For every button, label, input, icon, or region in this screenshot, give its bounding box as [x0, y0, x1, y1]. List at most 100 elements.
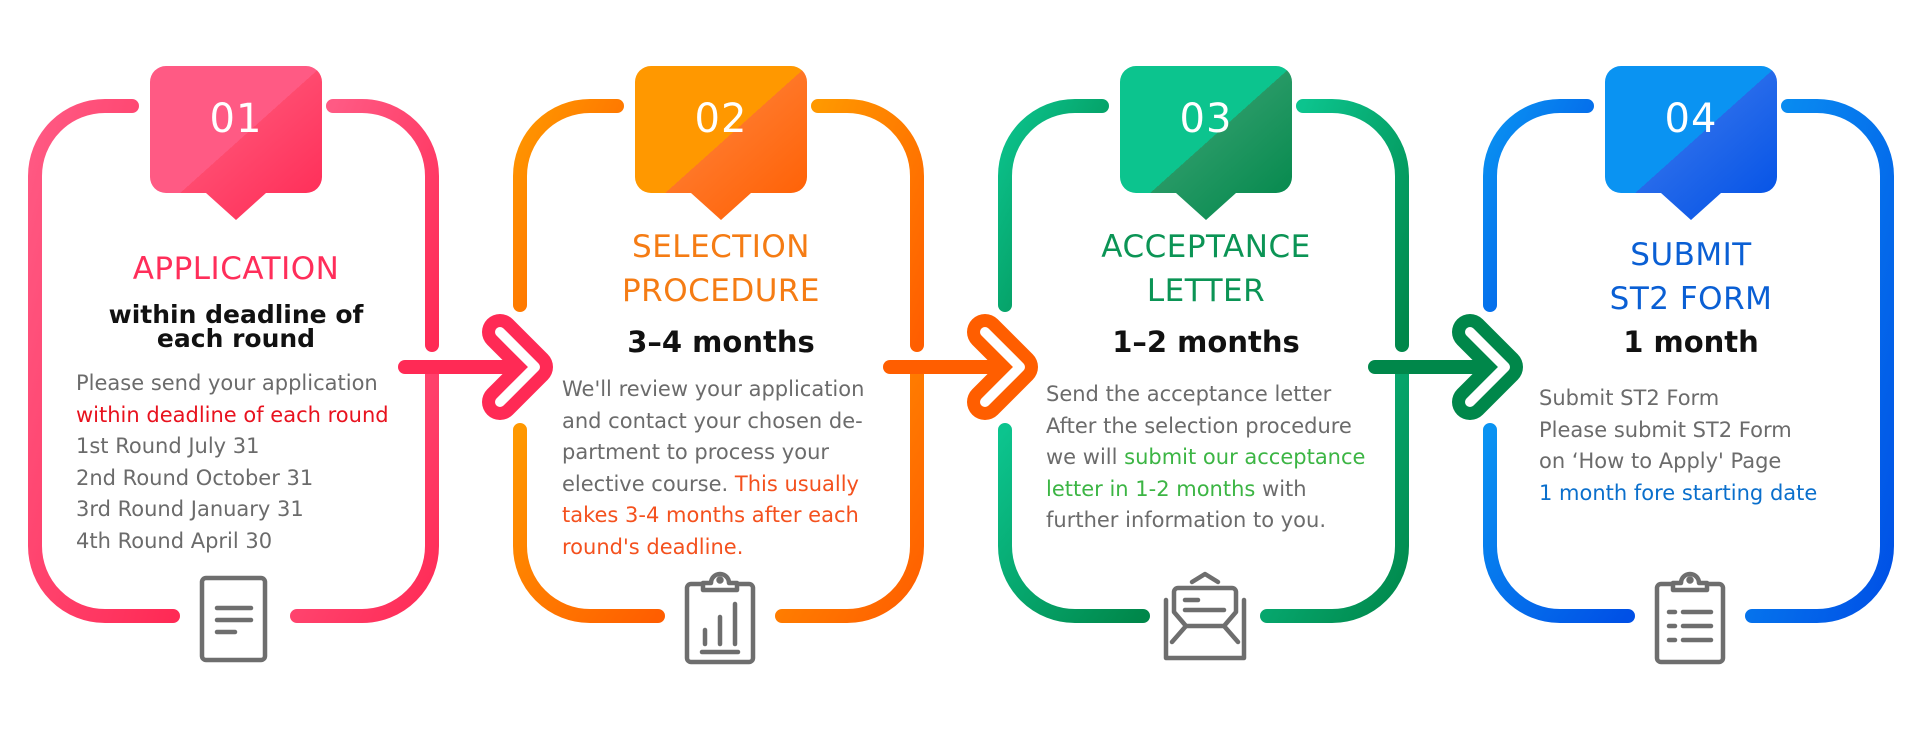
step-title-line: PROCEDURE: [621, 273, 821, 309]
step-duration-line: 1 month: [1623, 325, 1759, 359]
step-title: SUBMIT ST2 FORM: [1481, 233, 1901, 321]
description-text: Submit ST2 Form: [1539, 386, 1720, 410]
description-line: letter in 1-2 months with: [1046, 474, 1365, 506]
open-envelope-icon: [1163, 571, 1247, 661]
step-duration: 1–2 months: [996, 322, 1416, 362]
frame-segment: [1483, 423, 1635, 623]
frame-segment: [1296, 99, 1409, 352]
description-line: within deadline of each round: [76, 400, 389, 432]
step-duration-line: 1–2 months: [1112, 325, 1300, 359]
step-duration-line: 3–4 months: [627, 325, 815, 359]
description-line: further information to you.: [1046, 505, 1365, 537]
description-text: elective course.: [562, 471, 735, 496]
step-badge: [150, 66, 322, 220]
description-text: partment to process your: [562, 440, 830, 464]
step-title-line: SELECTION: [632, 229, 810, 265]
frame-segment: [811, 99, 924, 352]
description-text: 1st Round July 31: [76, 434, 260, 458]
step-title-line: LETTER: [1146, 273, 1266, 309]
frame-segment: [290, 360, 439, 623]
highlighted-text: round's deadline.: [562, 534, 744, 559]
frame-segment: [1483, 99, 1594, 312]
highlighted-text: This usually: [734, 471, 859, 496]
step-number: 04: [1664, 96, 1718, 142]
description-line: Please send your application: [76, 368, 389, 400]
frame-segment: [775, 360, 924, 623]
step-badge: [1120, 66, 1292, 220]
step-title-line: SUBMIT: [1630, 237, 1752, 273]
step-frame: [513, 66, 1038, 623]
document-icon: [199, 575, 268, 663]
description-text: 2nd Round October 31: [76, 465, 314, 490]
description-line: we will submit our acceptance: [1046, 442, 1365, 474]
description-text: Please submit ST2 Form: [1539, 417, 1792, 442]
step-duration: 3–4 months: [511, 322, 931, 362]
step-frame: [998, 66, 1523, 623]
step-icon-container: [675, 570, 765, 674]
step-title-line: APPLICATION: [132, 251, 340, 287]
step-duration-line: within deadline of: [108, 300, 364, 329]
frame-segment: [998, 99, 1109, 312]
step-title: APPLICATION: [26, 247, 446, 291]
frame-segment: [1260, 360, 1409, 623]
clipboard-chart-icon: [684, 571, 756, 665]
step-badge: [635, 66, 807, 220]
step-title-line: ACCEPTANCE: [1101, 229, 1311, 265]
step-number: 02: [694, 96, 748, 142]
step-title-line: ST2 FORM: [1609, 281, 1773, 317]
frame-segment: [1745, 99, 1894, 623]
step-duration-line: each round: [156, 324, 316, 353]
step-title: ACCEPTANCE LETTER: [996, 225, 1416, 313]
step-frame: [1483, 66, 1894, 623]
description-text: After the selection procedure: [1046, 413, 1352, 438]
step-icon-container: [1160, 570, 1250, 674]
step-duration: 1 month: [1481, 322, 1901, 362]
description-line: 1st Round July 31: [76, 431, 389, 463]
description-line: Submit ST2 Form: [1539, 383, 1817, 415]
description-line: After the selection procedure: [1046, 411, 1365, 443]
description-line: 3rd Round January 31: [76, 494, 389, 526]
highlighted-text: letter in 1-2 months: [1046, 476, 1256, 501]
frame-segment: [28, 99, 180, 623]
description-line: and contact your chosen de-: [562, 406, 864, 438]
description-line: 4th Round April 30: [76, 526, 389, 558]
frame-segment: [513, 99, 624, 312]
description-text: and contact your chosen de-: [562, 408, 863, 433]
description-line: elective course. This usually: [562, 469, 864, 501]
description-text: on ‘How to Apply' Page: [1539, 449, 1782, 473]
description-text: Please send your application: [76, 371, 378, 395]
highlighted-text: takes 3-4 months after each: [562, 503, 859, 527]
description-line: takes 3-4 months after each: [562, 500, 864, 532]
next-step-arrow-icon: [883, 314, 1038, 420]
step-frame: [28, 66, 553, 623]
description-line: round's deadline.: [562, 532, 864, 564]
frame-segment: [326, 99, 439, 352]
step-badge: [1605, 66, 1777, 220]
description-line: 1 month fore starting date: [1539, 478, 1817, 510]
description-text: 4th Round April 30: [76, 528, 273, 553]
description-text: we will: [1046, 445, 1125, 469]
step-icon-container: [1645, 570, 1735, 674]
highlighted-text: 1 month fore starting date: [1539, 480, 1818, 505]
description-line: 2nd Round October 31: [76, 463, 389, 495]
description-line: We'll review your application: [562, 374, 864, 406]
step-title: SELECTION PROCEDURE: [511, 225, 931, 313]
highlighted-text: within deadline of each round: [76, 402, 389, 427]
description-text: 3rd Round January 31: [76, 497, 304, 521]
step-number: 01: [209, 96, 263, 142]
description-line: partment to process your: [562, 437, 864, 469]
step-number: 03: [1179, 96, 1233, 142]
frame-segment: [513, 423, 665, 623]
step-icon-container: [190, 570, 280, 674]
description-text: further information to you.: [1046, 508, 1327, 532]
step-description: Please send your application within deadl…: [76, 368, 389, 557]
